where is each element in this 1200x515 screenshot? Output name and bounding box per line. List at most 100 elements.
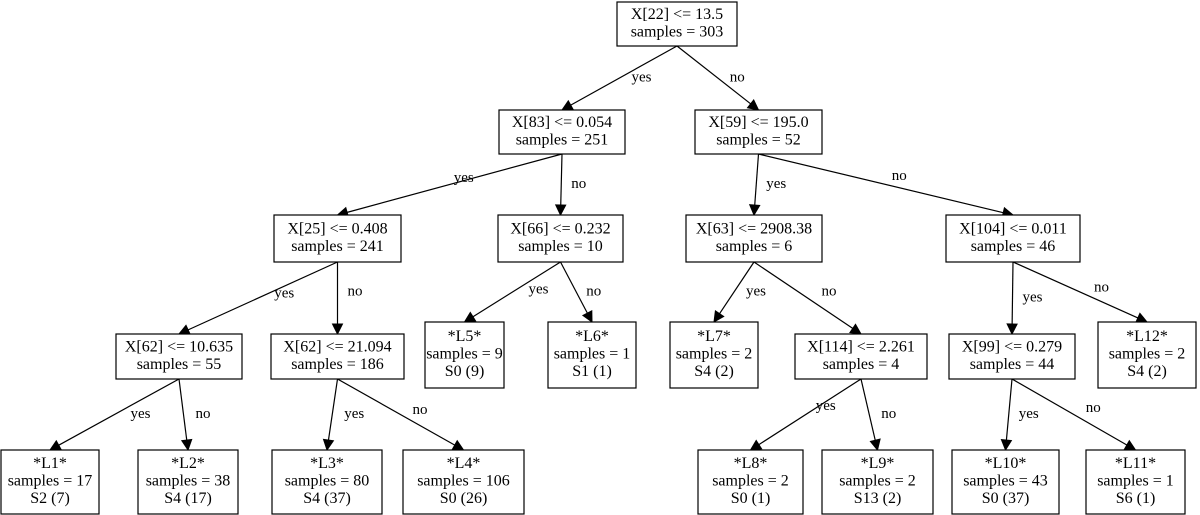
node-box <box>821 449 934 515</box>
sample-count: samples = 303 <box>631 23 724 40</box>
leaf-label: *L6* <box>575 328 609 345</box>
split-condition: X[83] <= 0.054 <box>512 114 612 131</box>
arrow-head <box>849 323 862 335</box>
split-condition: X[59] <= 195.0 <box>708 114 808 131</box>
arrow-head <box>451 439 465 451</box>
sample-count: samples = 251 <box>516 131 609 148</box>
leaf-label: *L7* <box>697 328 731 345</box>
edge-line <box>860 378 876 441</box>
edge-label-yes: yes <box>816 398 836 414</box>
class-count: S4 (37) <box>303 490 351 507</box>
class-count: S0 (37) <box>982 490 1030 507</box>
class-count: S0 (9) <box>445 363 485 380</box>
class-count: S4 (2) <box>1127 363 1167 380</box>
edge-label-yes: yes <box>1019 406 1039 422</box>
leaf-node-L5: *L5*samples = 9S0 (9) <box>424 321 505 389</box>
arrow-head <box>322 438 335 452</box>
node-box <box>498 109 626 155</box>
sample-count: samples = 80 <box>285 473 370 490</box>
arrow-head <box>180 438 193 452</box>
class-count: S0 (1) <box>731 490 771 507</box>
sample-count: samples = 9 <box>426 346 503 363</box>
arrow-head <box>746 98 760 111</box>
leaf-label: *L4* <box>447 455 481 472</box>
sample-count: samples = 2 <box>839 473 916 490</box>
node-box <box>273 214 402 263</box>
edge-label-no: no <box>1094 279 1109 295</box>
edge-line <box>337 378 456 446</box>
edge-line <box>178 378 188 441</box>
edge-line <box>346 153 563 213</box>
sample-count: samples = 2 <box>712 473 789 490</box>
arrow-head <box>749 439 763 451</box>
edge-label-yes: yes <box>746 283 766 299</box>
leaf-label: *L10* <box>985 455 1027 472</box>
edge-line <box>559 261 588 314</box>
leaf-node-L12: *L12*samples = 2S4 (2) <box>1097 321 1197 389</box>
edge-line <box>560 153 563 206</box>
edge-n62b-L3: yes <box>322 378 364 452</box>
edge-label-yes: yes <box>274 285 294 301</box>
edge-line <box>327 378 339 441</box>
edge-n62a-L1: yes <box>49 378 180 451</box>
edge-line <box>570 45 678 106</box>
edge-label-no: no <box>822 283 837 299</box>
node-box <box>1097 321 1197 389</box>
edge-label-no: no <box>586 283 601 299</box>
edge-label-yes: yes <box>344 406 364 422</box>
edge-n114-L9: no <box>860 378 896 452</box>
node-box <box>669 321 759 389</box>
node-box <box>1085 449 1186 515</box>
edge-line <box>472 261 561 318</box>
leaf-node-L11: *L11*samples = 1S6 (1) <box>1085 449 1186 515</box>
edge-n83-n66: no <box>554 153 586 217</box>
leaf-node-L6: *L6*samples = 1S1 (1) <box>547 321 637 389</box>
edge-n62a-L2: no <box>178 378 211 452</box>
node-box <box>115 333 243 380</box>
sample-count: samples = 106 <box>417 473 510 490</box>
edge-line <box>1011 378 1128 446</box>
node-box <box>951 449 1060 515</box>
edge-line <box>58 378 180 446</box>
class-count: S1 (1) <box>572 363 612 380</box>
sample-count: samples = 52 <box>716 131 801 148</box>
edge-label-no: no <box>1086 400 1101 416</box>
edge-line <box>719 261 755 315</box>
split-condition: X[63] <= 2908.38 <box>696 220 812 237</box>
sample-count: samples = 241 <box>291 238 384 255</box>
sample-count: samples = 1 <box>1097 473 1174 490</box>
class-count: S6 (1) <box>1116 490 1156 507</box>
arrow-head <box>1123 439 1137 451</box>
sample-count: samples = 55 <box>137 356 222 373</box>
edge-label-no: no <box>730 69 745 85</box>
arrow-head <box>463 311 477 323</box>
sample-count: samples = 4 <box>823 356 900 373</box>
class-count: S13 (2) <box>854 490 902 507</box>
node-box <box>402 449 525 515</box>
edge-line <box>753 261 854 329</box>
class-count: S4 (17) <box>164 490 212 507</box>
node-box <box>270 333 405 380</box>
node-box <box>547 321 637 389</box>
edge-n25-n62b: no <box>331 262 363 336</box>
node-box <box>497 214 624 263</box>
edge-label-yes: yes <box>529 281 549 297</box>
edge-label-yes: yes <box>1023 289 1043 305</box>
edge-n104-L12: no <box>1012 261 1149 324</box>
leaf-label: *L5* <box>448 328 482 345</box>
edge-n63-n114: no <box>753 261 862 335</box>
edge-label-no: no <box>348 283 363 299</box>
edge-root-n83: yes <box>561 45 678 111</box>
arrow-head <box>581 309 593 323</box>
edge-label-no: no <box>571 176 586 192</box>
node-box <box>271 449 383 515</box>
arrow-head <box>748 204 761 217</box>
edge-n25-n62a: yes <box>177 261 338 335</box>
